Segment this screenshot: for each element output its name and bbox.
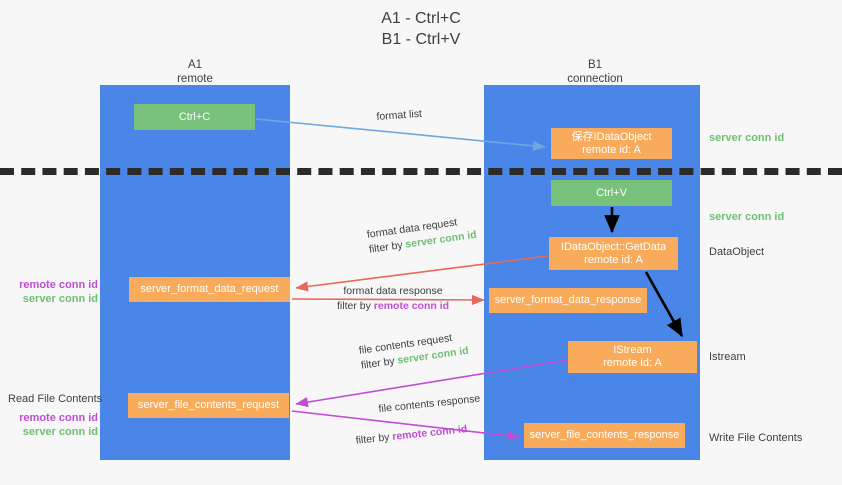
label-dataobject: DataObject — [709, 246, 765, 258]
filter-by-text: filter by — [337, 300, 374, 312]
label-server-conn-id-left-bottom: server conn id — [22, 426, 98, 438]
edge-label-format-list: format list — [376, 107, 422, 125]
box-ctrl-c[interactable]: Ctrl+C — [134, 104, 255, 130]
edge-label-format-data-response-line1: format data response — [343, 285, 443, 297]
label-remote-conn-id-top: remote conn id — [19, 279, 98, 291]
box-server-format-data-request[interactable]: server_format_data_request — [129, 277, 290, 302]
box-idataobject-getdata[interactable]: IDataObject::GetData remote id: A — [549, 237, 678, 270]
filter-by-text: filter by — [368, 238, 407, 256]
edge-label-format-data-request: format data request filter by server con… — [366, 213, 478, 258]
label-server-conn-id-left-top: server conn id — [22, 293, 98, 305]
column-header-b1: B1 connection — [567, 59, 623, 85]
box-save-idataobject[interactable]: 保存IDataObject remote id: A — [551, 128, 672, 159]
label-conn-ids-top: remote conn id server conn id — [8, 278, 98, 306]
edge-label-file-contents-request: file contents request filter by server c… — [358, 329, 470, 374]
edge-label-format-data-response-line2: filter by remote conn id — [337, 299, 449, 314]
label-server-conn-id-mid: server conn id — [709, 211, 785, 223]
edge-label-format-list-line1: format list — [376, 107, 423, 123]
label-conn-ids-bottom: remote conn id server conn id — [8, 411, 98, 439]
label-read-file-contents: Read File Contents — [8, 393, 103, 405]
box-ctrl-v[interactable]: Ctrl+V — [551, 180, 672, 206]
label-write-file-contents: Write File Contents — [709, 432, 803, 444]
label-remote-conn-id-bottom: remote conn id — [19, 412, 98, 424]
column-header-a1: A1 remote — [177, 59, 213, 85]
phase-separator — [0, 168, 842, 175]
filter-value-remote-conn-id: remote conn id — [391, 423, 468, 443]
box-istream[interactable]: IStream remote id: A — [568, 341, 697, 373]
box-server-file-contents-request[interactable]: server_file_contents_request — [128, 393, 289, 418]
box-server-format-data-response[interactable]: server_format_data_response — [489, 288, 647, 313]
page-title: A1 - Ctrl+C B1 - Ctrl+V — [381, 10, 461, 48]
edge-label-file-contents-response-line2: filter by remote conn id — [355, 420, 484, 448]
filter-by-text: filter by — [355, 430, 393, 447]
box-server-file-contents-response[interactable]: server_file_contents_response — [524, 423, 685, 448]
filter-value-remote-conn-id: remote conn id — [373, 300, 450, 312]
edge-label-file-contents-response: file contents response filter by remote … — [352, 392, 484, 449]
filter-by-text: filter by — [360, 354, 399, 372]
label-istream: Istream — [709, 351, 746, 363]
edge-label-file-contents-response-line1: file contents response — [377, 392, 481, 416]
edge-label-format-data-response: format data response filter by remote co… — [337, 284, 449, 314]
label-server-conn-id-top: server conn id — [709, 132, 785, 144]
